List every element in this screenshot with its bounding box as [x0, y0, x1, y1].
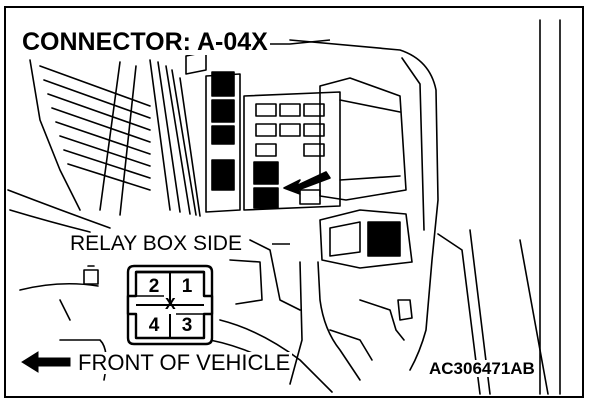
front-of-vehicle-label: FRONT OF VEHICLE [76, 350, 293, 375]
wire-harness [219, 319, 333, 393]
pin-number: 1 [181, 276, 193, 297]
relay-box-cover [319, 77, 407, 201]
pin-number: 4 [148, 315, 160, 336]
pin-number: 2 [148, 276, 160, 297]
pin-center-mark: X [165, 296, 176, 313]
housing-outline [289, 39, 439, 371]
title-leader-line [270, 39, 331, 45]
relay-box-side-label: RELAY BOX SIDE [68, 232, 244, 255]
connector-title: CONNECTOR: A-04X [20, 28, 270, 56]
pointer-arrow [283, 171, 331, 195]
duct-ribs [29, 59, 81, 211]
figure-code: AC306471AB [428, 359, 536, 378]
connector-face [126, 264, 214, 346]
lower-connector [319, 209, 413, 269]
front-arrow [21, 351, 71, 373]
fuse-block [243, 91, 341, 211]
pin-number: 3 [181, 315, 193, 336]
